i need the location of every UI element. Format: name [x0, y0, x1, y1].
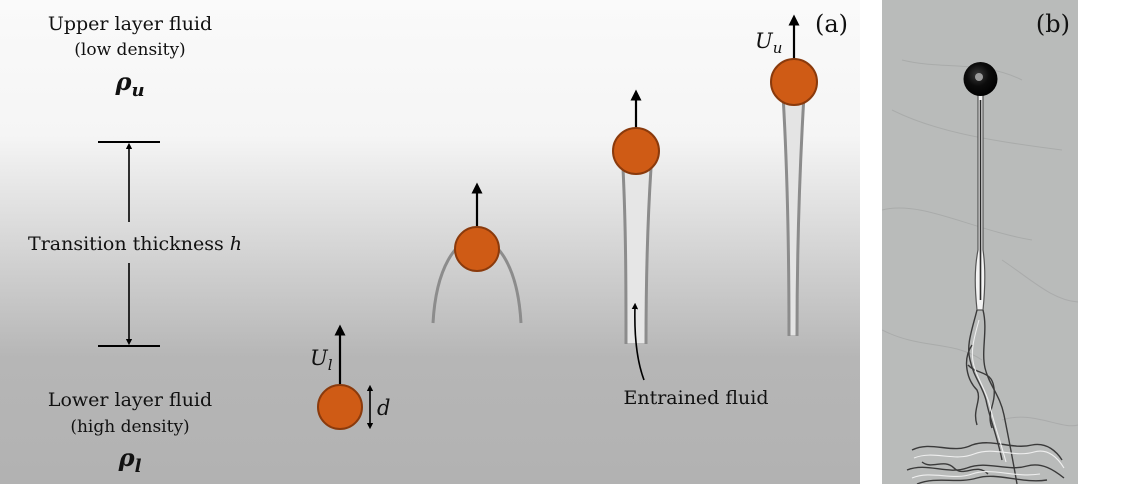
turbulent-wake-highlights — [911, 319, 1065, 479]
lower-fluid-label: Lower layer fluid — [48, 389, 212, 411]
sphere-stage-3 — [612, 127, 660, 175]
lower-fluid-density-note: (high density) — [70, 417, 189, 437]
entrained-fluid-pointer — [631, 302, 645, 381]
thin-wake-column — [783, 95, 804, 335]
panel-b-label: (b) — [1036, 10, 1070, 38]
wake-column-right — [644, 167, 653, 345]
entrained-fluid-column — [623, 170, 651, 343]
upper-fluid-label: Upper layer fluid — [48, 13, 212, 35]
lower-density-symbol: ρl — [118, 443, 142, 477]
photo-sphere-highlight — [975, 73, 983, 81]
stratified-background — [0, 0, 860, 484]
wake-thin-right — [795, 94, 806, 337]
entrained-fluid-label: Entrained fluid — [623, 387, 768, 409]
sphere-stage-2 — [454, 226, 500, 272]
schematic-panel: Upper layer fluid (low density) ρu Trans… — [0, 0, 860, 484]
panel-a-label: (a) — [815, 10, 848, 38]
wake-thin-left — [781, 94, 791, 337]
wake-column-left — [621, 167, 628, 345]
diameter-label: d — [377, 396, 390, 420]
velocity-lower-label: Ul — [310, 346, 333, 374]
velocity-upper-label: Uu — [755, 29, 782, 57]
sphere-stage-4 — [770, 58, 818, 106]
photograph-panel: (b) — [882, 0, 1078, 484]
upper-density-symbol: ρu — [114, 67, 144, 101]
upper-fluid-density-note: (low density) — [74, 40, 185, 60]
turbulent-wake — [906, 309, 1065, 484]
sphere-stage-1 — [317, 384, 363, 430]
